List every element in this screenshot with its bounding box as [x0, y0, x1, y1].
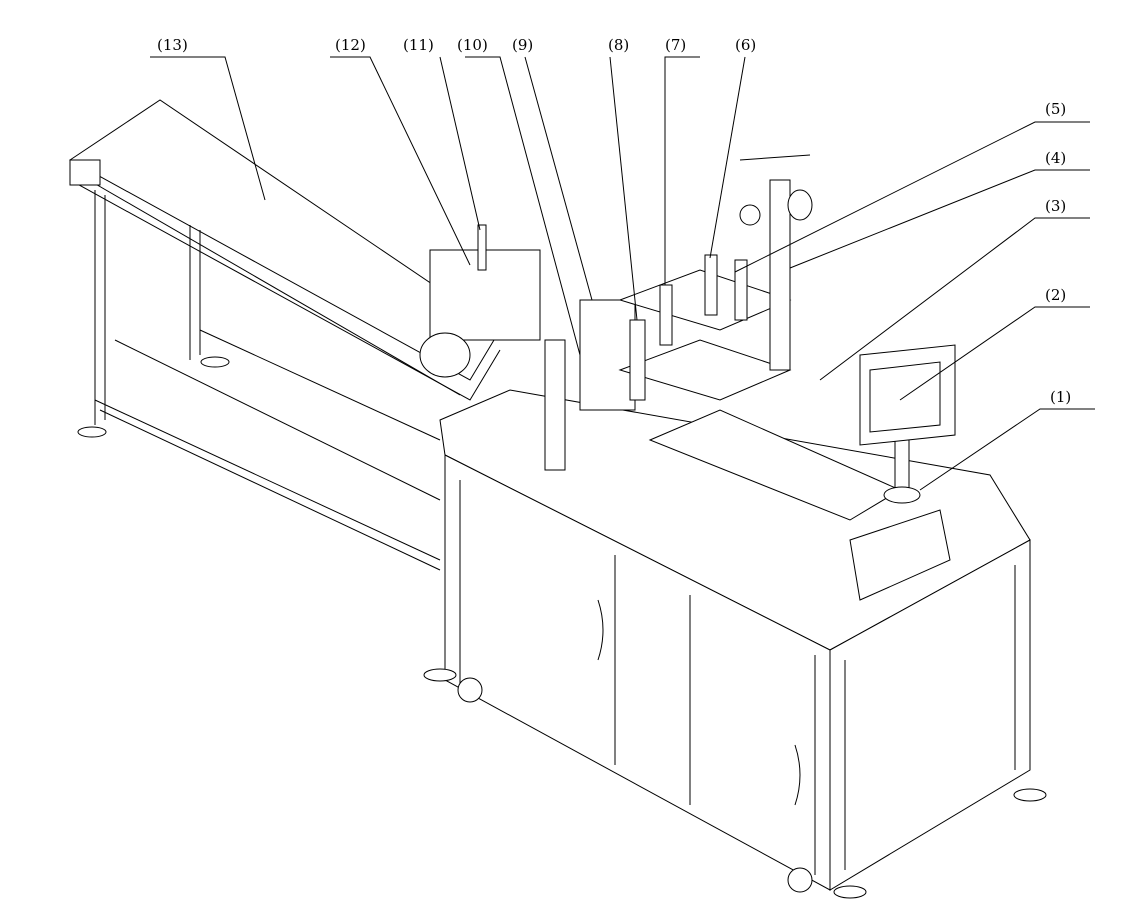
- callout-13: (13): [150, 36, 266, 201]
- label-7: (7): [665, 36, 686, 54]
- leader-line: [439, 56, 481, 231]
- callout-10: (10): [457, 36, 581, 356]
- conveyor-frame: [69, 99, 501, 571]
- callout-9: (9): [512, 36, 593, 301]
- label-1: (1): [1050, 388, 1071, 406]
- callout-3: (3): [819, 197, 1090, 381]
- leader-line: [919, 408, 1095, 491]
- callout-11: (11): [403, 36, 481, 231]
- callout-5: (5): [734, 100, 1090, 273]
- leader-line: [524, 56, 593, 301]
- callout-1: (1): [919, 388, 1095, 491]
- callout-6: (6): [709, 36, 756, 259]
- leader-line: [150, 56, 266, 201]
- leader-line: [664, 56, 700, 285]
- leader-line: [819, 217, 1090, 381]
- label-3: (3): [1045, 197, 1066, 215]
- label-9: (9): [512, 36, 533, 54]
- leader-line: [609, 56, 638, 321]
- label-8: (8): [608, 36, 629, 54]
- callout-8: (8): [608, 36, 638, 321]
- label-10: (10): [457, 36, 488, 54]
- label-6: (6): [735, 36, 756, 54]
- label-2: (2): [1045, 286, 1066, 304]
- leader-line: [330, 56, 471, 266]
- label-4: (4): [1045, 149, 1066, 167]
- leader-line: [899, 306, 1090, 401]
- leader-line: [789, 169, 1090, 269]
- callout-7: (7): [664, 36, 700, 285]
- callout-12: (12): [330, 36, 471, 266]
- callout-4: (4): [789, 149, 1090, 269]
- leader-line: [709, 56, 746, 259]
- leader-line: [734, 121, 1090, 273]
- leader-line: [465, 56, 581, 356]
- callout-2: (2): [899, 286, 1090, 401]
- label-12: (12): [335, 36, 366, 54]
- label-11: (11): [403, 36, 434, 54]
- label-13: (13): [157, 36, 188, 54]
- label-5: (5): [1045, 100, 1066, 118]
